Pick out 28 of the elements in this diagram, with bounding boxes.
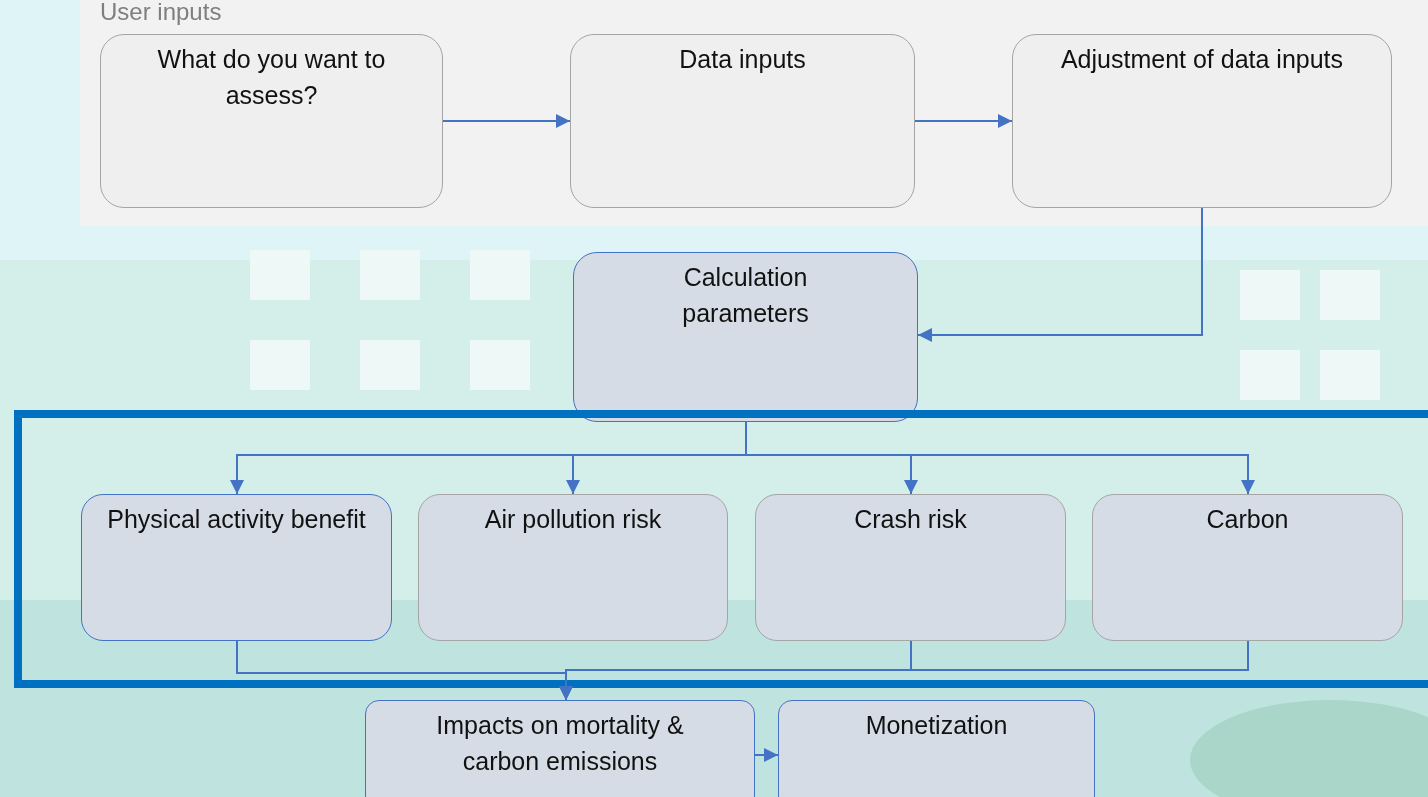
connector-arrow (754, 748, 779, 762)
box-label: Carbon (1205, 504, 1290, 535)
box-label: Physical activity benefit (106, 504, 367, 535)
box-label: Air pollution risk (483, 504, 663, 535)
process-box (1092, 494, 1403, 641)
box-label: What do you want to assess? (156, 44, 387, 111)
connector-arrow (442, 114, 571, 128)
process-box (570, 34, 915, 208)
connector-arrow (559, 640, 1249, 701)
process-box (81, 494, 392, 641)
process-box (100, 34, 443, 208)
box-label: Calculation parameters (681, 262, 810, 329)
panel-heading: User inputs (100, 0, 222, 26)
process-box (418, 494, 728, 641)
process-box (778, 700, 1095, 797)
group-panel (80, 0, 1428, 226)
box-label: Impacts on mortality & carbon emissions (435, 710, 685, 777)
connector-arrow (917, 207, 1203, 342)
connector-arrow (914, 114, 1013, 128)
process-box (573, 252, 918, 422)
box-label: Crash risk (853, 504, 968, 535)
process-box (365, 700, 755, 797)
box-label: Adjustment of data inputs (1059, 44, 1345, 75)
box-label: Monetization (864, 710, 1009, 741)
process-box (755, 494, 1066, 641)
box-label: Data inputs (678, 44, 807, 75)
process-box (1012, 34, 1392, 208)
group-frame (14, 410, 1428, 688)
